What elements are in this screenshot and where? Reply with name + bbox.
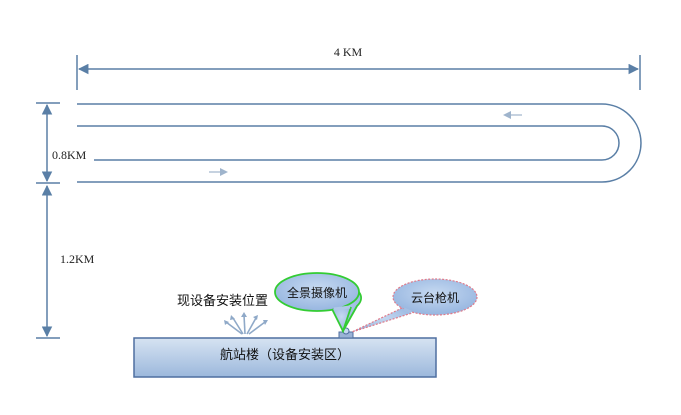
direction-arrow-right [209, 168, 228, 176]
building-label: 航站楼（设备安装区） [220, 347, 350, 363]
radiating-arrows-icon [224, 312, 268, 335]
width-dimension: 0.8KM [36, 102, 94, 184]
terminal-building: 航站楼（设备安装区） [133, 337, 437, 378]
ptz-bubble-shape [392, 278, 478, 316]
width-label: 0.8KM [52, 148, 87, 162]
panorama-camera-callout: 全景摄像机 [274, 272, 362, 334]
panorama-camera-label: 全景摄像机 [287, 285, 347, 300]
ptz-camera-label: 云台枪机 [411, 290, 459, 305]
direction-arrows [209, 111, 522, 176]
camera-device-icon [338, 327, 354, 339]
length-dimension: 4 KM [76, 45, 641, 90]
length-label: 4 KM [334, 45, 363, 59]
runway-inner-loop [77, 125, 620, 161]
direction-arrow-left [503, 111, 522, 119]
runway-outer-loop [77, 103, 642, 183]
ptz-camera-callout: 云台枪机 [351, 278, 478, 333]
runway-track [77, 103, 642, 183]
distance-dimension: 1.2KM [36, 184, 95, 339]
distance-label: 1.2KM [60, 252, 95, 266]
building-box [133, 337, 437, 378]
current-position-label: 现设备安装位置 [177, 293, 268, 309]
